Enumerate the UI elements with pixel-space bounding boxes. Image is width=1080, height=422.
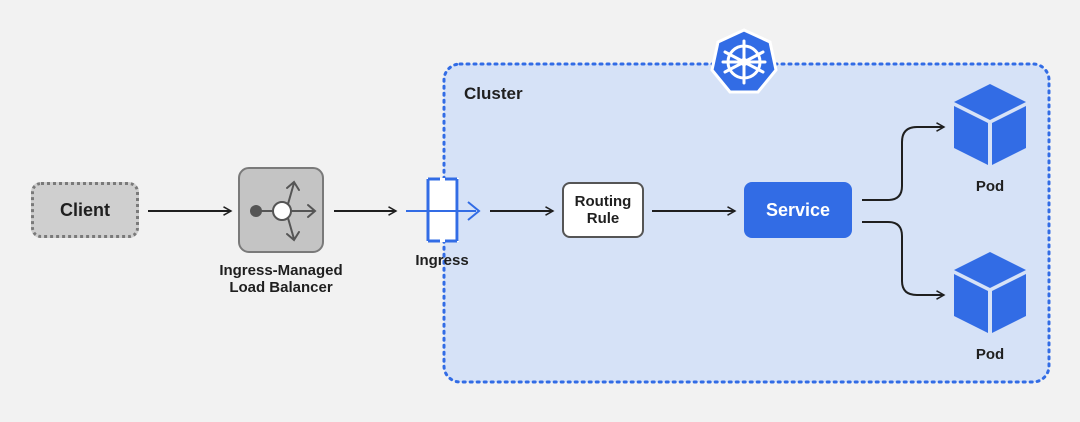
pod-top-cube-icon	[954, 84, 1026, 165]
client-node: Client	[31, 182, 139, 238]
service-node: Service	[744, 182, 852, 238]
kubernetes-icon	[710, 28, 778, 94]
pod-bottom-cube-icon	[954, 252, 1026, 333]
routing-rule-node: Routing Rule	[562, 182, 644, 238]
pod-bottom-label: Pod	[975, 346, 1005, 363]
load-balancer-label: Ingress-Managed Load Balancer	[196, 262, 366, 297]
routing-rule-line1: Routing	[574, 192, 632, 210]
service-label: Service	[765, 199, 831, 220]
client-label: Client	[59, 199, 110, 220]
routing-rule-line2: Rule	[586, 210, 620, 227]
arrow-service-to-pod-top	[862, 122, 946, 201]
ingress-icon	[406, 177, 481, 243]
pod-top-label: Pod	[975, 178, 1005, 195]
cluster-label: Cluster	[464, 84, 523, 103]
load-balancer-label-line1: Ingress-Managed	[219, 262, 343, 279]
load-balancer-label-line2: Load Balancer	[229, 279, 333, 297]
arrow-service-to-pod-bottom	[862, 221, 946, 300]
load-balancer-icon	[238, 167, 324, 253]
ingress-label: Ingress	[415, 252, 469, 269]
